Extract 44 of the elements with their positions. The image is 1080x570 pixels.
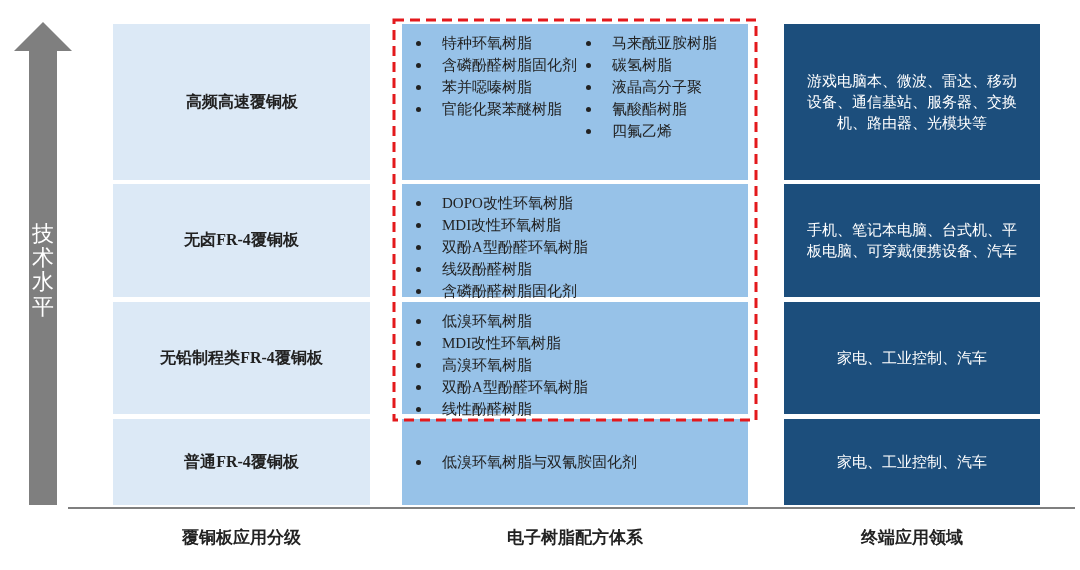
column-header: 电子树脂配方体系 bbox=[507, 526, 643, 549]
grade-panel bbox=[113, 24, 370, 180]
application-text: 游戏电脑本、微波、雷达、移动设备、通信基站、服务器、交换机、路由器、光模块等 bbox=[806, 71, 1018, 133]
axis-label: 技术水平 bbox=[32, 222, 54, 319]
grade-label: 高频高速覆铜板 bbox=[185, 91, 298, 112]
list-item: DOPO改性环氧树脂 bbox=[442, 194, 573, 213]
application-text: 家电、工业控制、汽车 bbox=[837, 348, 987, 368]
list-item: MDI改性环氧树脂 bbox=[442, 334, 562, 353]
list-item: 特种环氧树脂 bbox=[442, 34, 532, 53]
list-item: 双酚A型酚醛环氧树脂 bbox=[442, 378, 588, 397]
application-panel bbox=[784, 184, 1040, 297]
application-panel bbox=[784, 302, 1040, 414]
list-item: 低溴环氧树脂与双氰胺固化剂 bbox=[442, 453, 637, 472]
resin-list-panel bbox=[402, 419, 748, 505]
list-item: 含磷酚醛树脂固化剂 bbox=[442, 282, 577, 301]
list-item: 线级酚醛树脂 bbox=[442, 260, 532, 279]
list-item: 低溴环氧树脂 bbox=[442, 312, 532, 331]
grade-panel bbox=[113, 419, 370, 505]
resin-list-panel bbox=[402, 184, 748, 297]
column-header: 覆铜板应用分级 bbox=[181, 526, 301, 549]
application-panel bbox=[784, 419, 1040, 505]
grade-panel bbox=[113, 302, 370, 414]
application-text: 手机、笔记本电脑、台式机、平板电脑、可穿戴便携设备、汽车 bbox=[806, 220, 1018, 261]
list-item: 高溴环氧树脂 bbox=[442, 356, 532, 375]
list-item: 马来酰亚胺树脂 bbox=[612, 34, 717, 53]
column-header: 终端应用领域 bbox=[861, 526, 963, 549]
list-item: 含磷酚醛树脂固化剂 bbox=[442, 56, 577, 75]
list-item: 碳氢树脂 bbox=[612, 56, 672, 75]
list-item: 双酚A型酚醛环氧树脂 bbox=[442, 238, 588, 257]
grade-label: 无铅制程类FR-4覆铜板 bbox=[160, 347, 323, 368]
application-text: 家电、工业控制、汽车 bbox=[837, 452, 987, 472]
grade-label: 普通FR-4覆铜板 bbox=[184, 451, 299, 472]
list-item: 官能化聚苯醚树脂 bbox=[442, 100, 562, 119]
resin-list-panel bbox=[402, 302, 748, 414]
list-item: 液晶高分子聚 bbox=[612, 78, 702, 97]
list-item: 氰酸酯树脂 bbox=[612, 100, 687, 119]
grade-panel bbox=[113, 184, 370, 297]
list-item: 线性酚醛树脂 bbox=[442, 400, 532, 419]
list-item: MDI改性环氧树脂 bbox=[442, 216, 562, 235]
application-panel bbox=[784, 24, 1040, 180]
list-item: 苯并噁嗪树脂 bbox=[442, 78, 532, 97]
list-item: 四氟乙烯 bbox=[612, 122, 672, 141]
grade-label: 无卤FR-4覆铜板 bbox=[184, 230, 299, 250]
resin-list-panel bbox=[402, 24, 748, 180]
